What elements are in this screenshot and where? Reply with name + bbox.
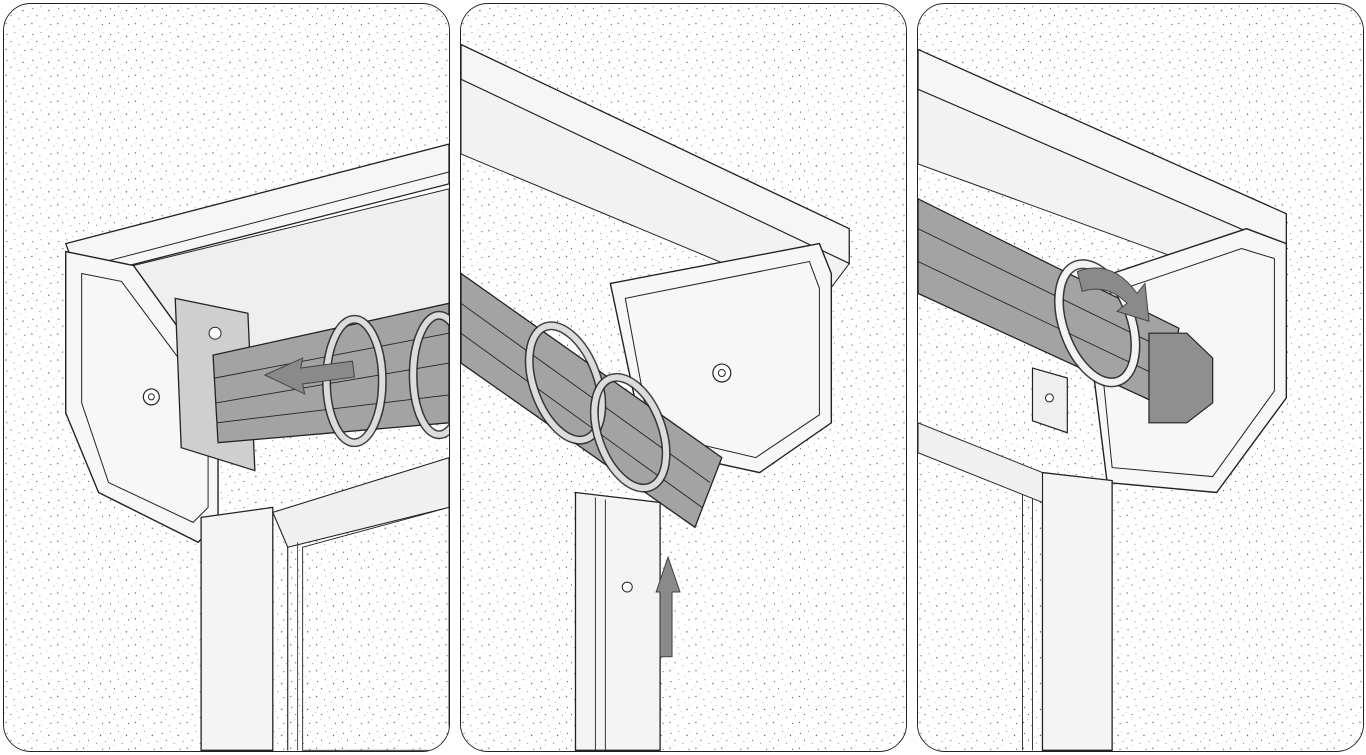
bracket-hole [208,326,222,340]
arrow-left-icon [263,357,355,395]
rotate-clockwise-icon [1076,267,1150,322]
lid-edge-line [78,171,449,269]
adapter-ring-face [526,322,605,444]
bracket-hole [1044,393,1054,403]
rail-screw-hole [621,581,633,593]
panel-step-2 [460,3,907,752]
arrow-up-icon [655,555,681,658]
window-recess [302,506,449,751]
adapter-ring-face [591,374,670,492]
side-guide-rail [574,491,661,751]
tube-end-cap [1148,332,1214,424]
box-bottom-edge [918,422,1043,504]
panel-step-1 [3,3,450,752]
tube-facet-line [918,261,1170,382]
bearing-pin-center [147,393,155,401]
panel-step-3 [917,3,1364,752]
bearing-pin-center [717,369,726,378]
panel-2-drawing [461,4,906,751]
adapter-ring-face [410,312,449,438]
panel-3-drawing [918,4,1363,751]
end-cap-inner-edge [1094,248,1275,478]
box-bottom-edge [272,457,449,548]
side-guide-rail [1041,471,1113,751]
side-guide-rail [200,506,274,751]
panel-1-drawing [4,4,449,751]
end-cap-inner-edge [81,272,209,523]
